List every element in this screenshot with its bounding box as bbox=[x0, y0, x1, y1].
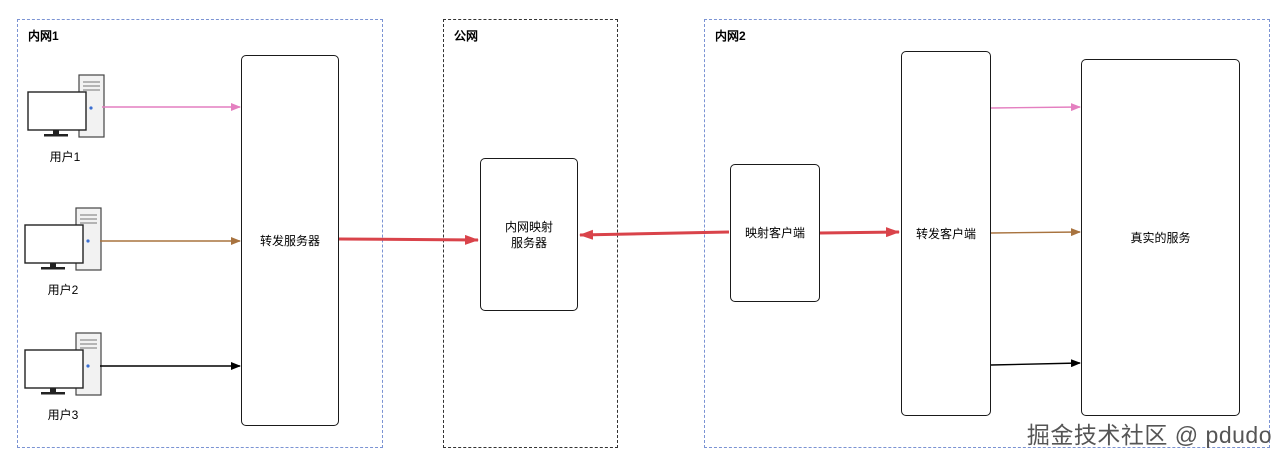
arrow-mapping-client-to-mapping-server bbox=[579, 229, 730, 240]
zone-label: 内网2 bbox=[715, 29, 746, 43]
watermark: 掘金技术社区 @ pdudo bbox=[1026, 422, 1272, 448]
computer-icon[interactable] bbox=[23, 330, 113, 420]
arrow-forward-client-to-real-service-1 bbox=[990, 103, 1081, 112]
mapping-server-box[interactable]: 内网映射 服务器 bbox=[480, 158, 578, 311]
user-label: 用户2 bbox=[47, 283, 79, 297]
user-label: 用户3 bbox=[47, 408, 79, 422]
real-service-box[interactable]: 真实的服务 bbox=[1081, 59, 1240, 416]
zone-label: 公网 bbox=[454, 29, 479, 43]
mapping-client-box[interactable]: 映射客户端 bbox=[730, 164, 820, 302]
computer-icon[interactable] bbox=[23, 205, 113, 295]
arrow-mapping-client-to-forward-client bbox=[819, 227, 900, 238]
box-label: 转发客户端 bbox=[915, 226, 976, 241]
forward-server-box[interactable]: 转发服务器 bbox=[241, 55, 339, 426]
computer-icon[interactable] bbox=[26, 72, 116, 162]
arrow-forward-client-to-real-service-3 bbox=[990, 359, 1081, 368]
forward-client-box[interactable]: 转发客户端 bbox=[901, 51, 991, 416]
zone-label: 内网1 bbox=[28, 29, 59, 43]
box-label: 转发服务器 bbox=[259, 233, 320, 248]
zone-intranet-1: 内网1 bbox=[17, 19, 383, 448]
box-label: 真实的服务 bbox=[1130, 230, 1191, 245]
arrow-forward-server-to-mapping-server bbox=[338, 234, 479, 245]
user-label: 用户1 bbox=[49, 150, 81, 164]
box-label: 内网映射 服务器 bbox=[504, 219, 553, 250]
box-label: 映射客户端 bbox=[744, 226, 805, 240]
arrow-forward-client-to-real-service-2 bbox=[990, 228, 1081, 237]
